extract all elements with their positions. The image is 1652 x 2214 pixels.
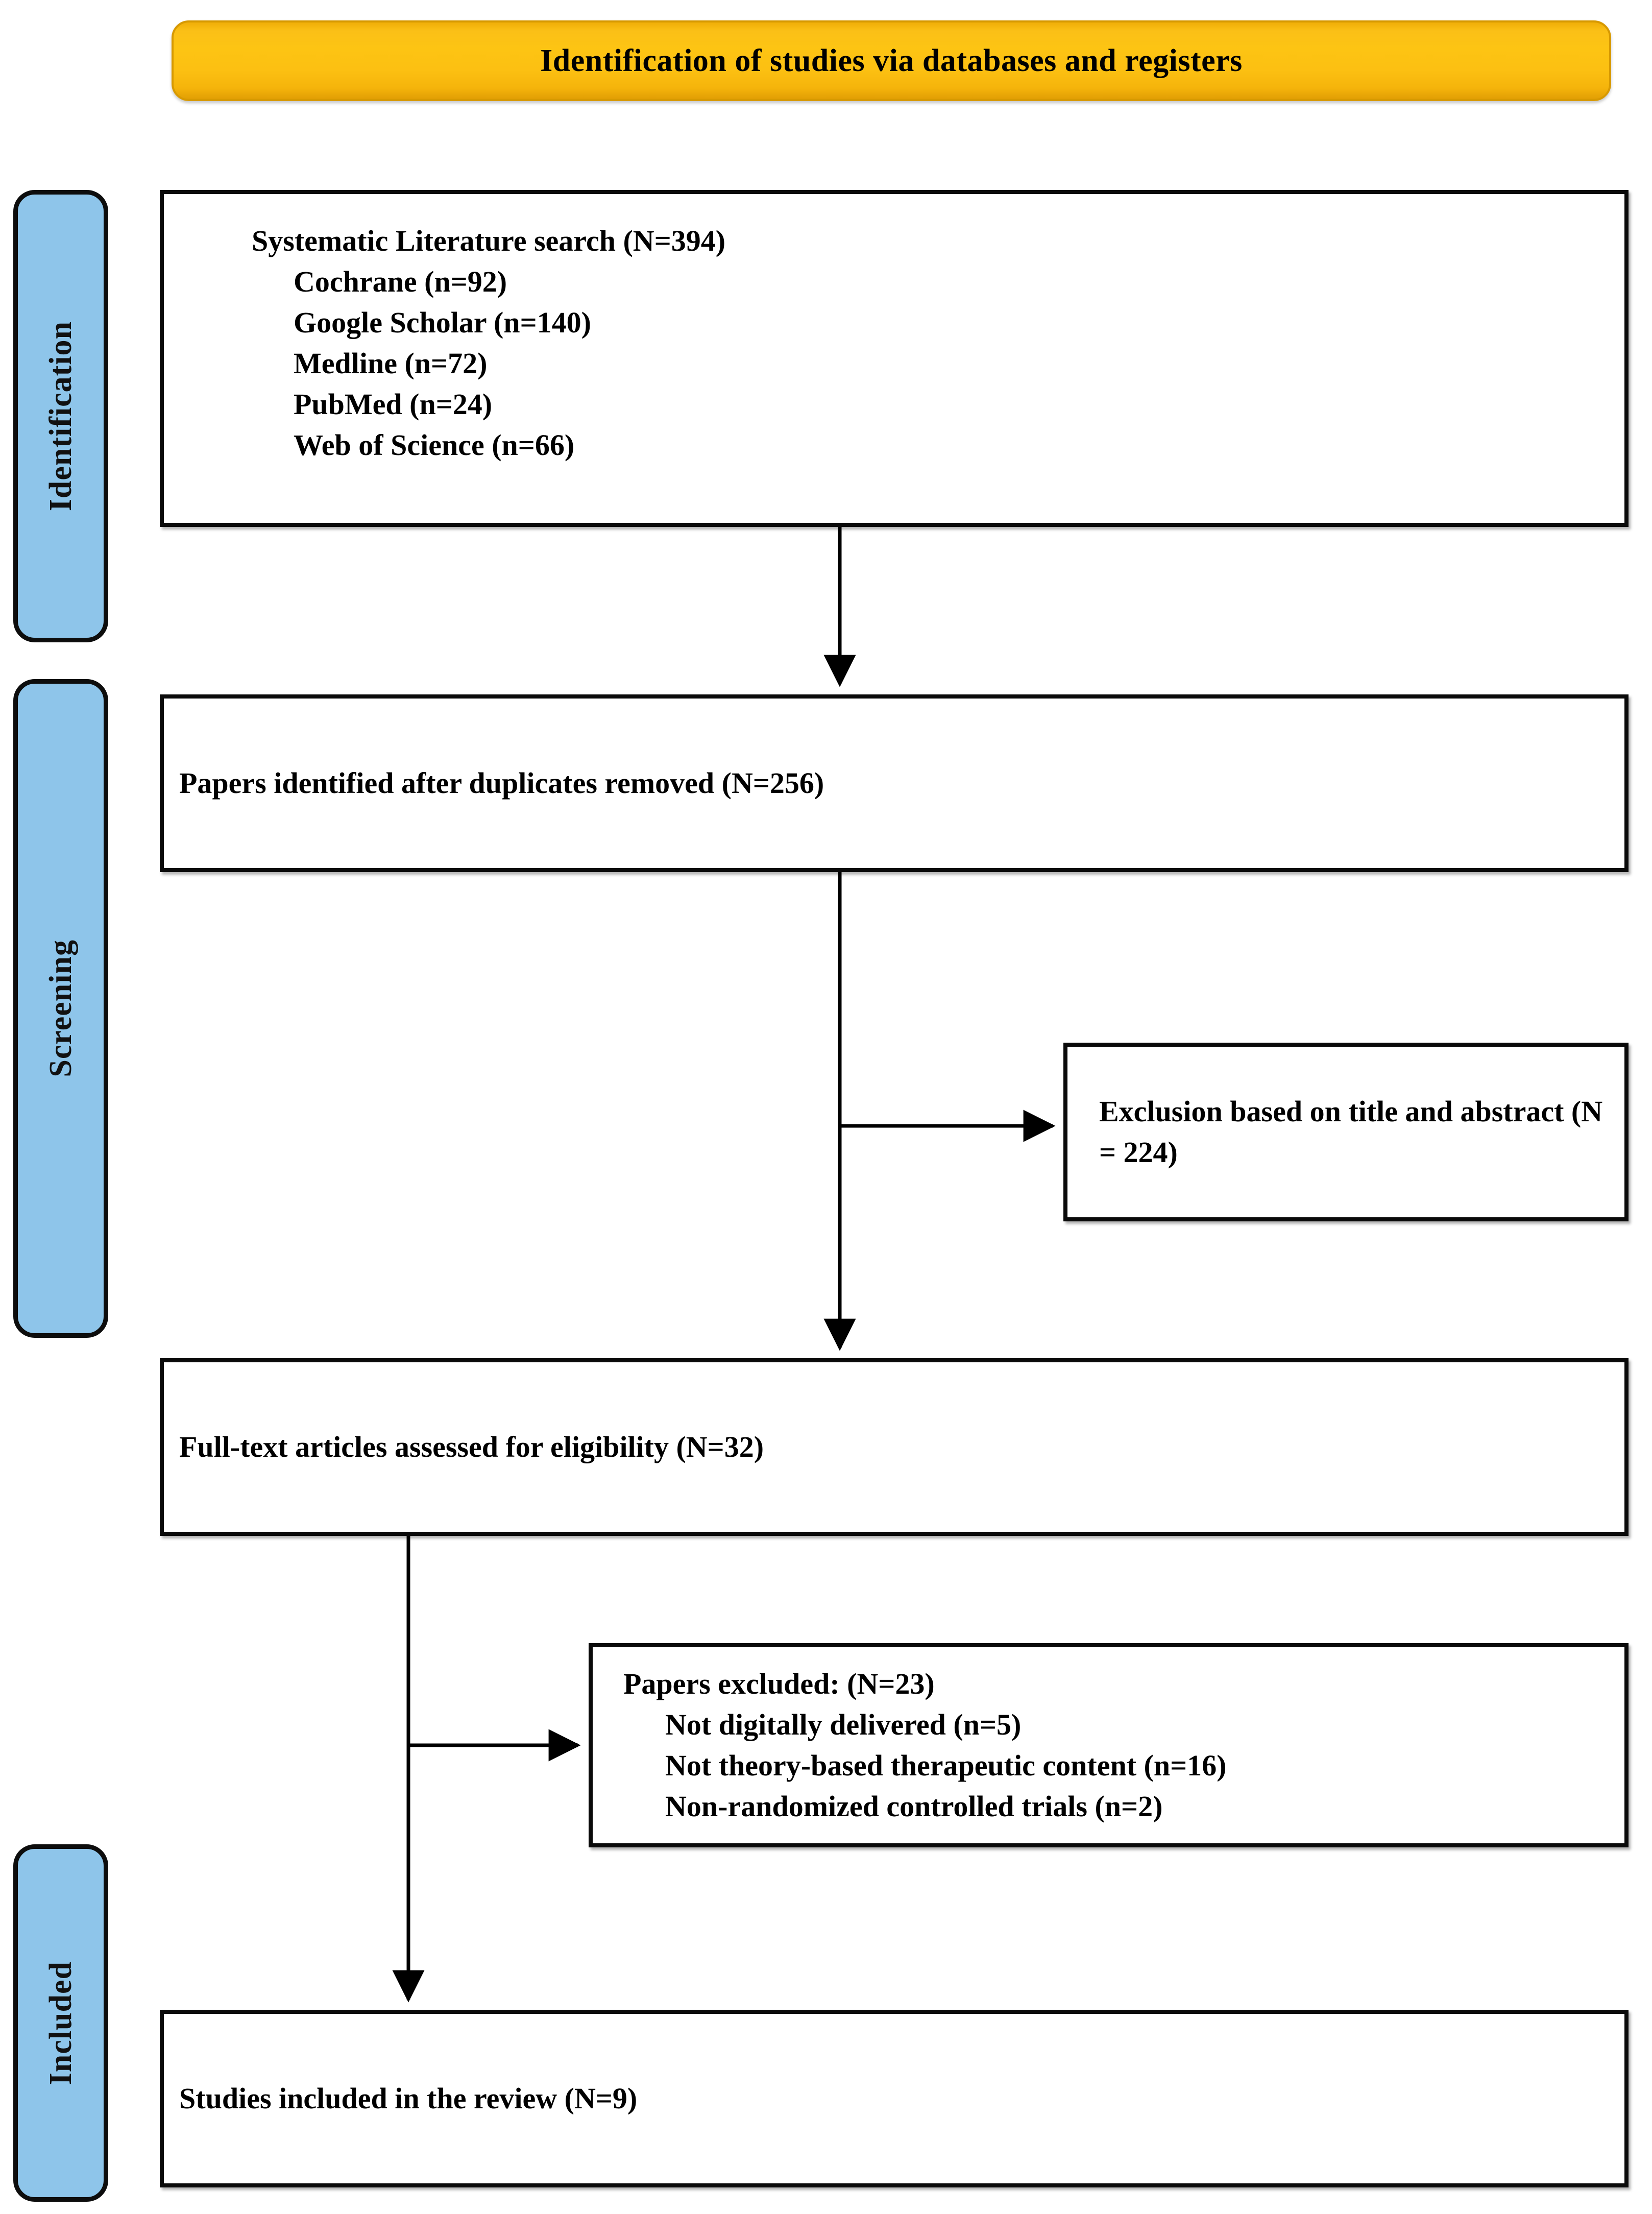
search-source-web-of-science: Web of Science (n=66)	[294, 428, 575, 462]
stage-label-included: Included	[43, 1961, 78, 2085]
stage-bar-screening: Screening	[13, 679, 108, 1338]
excluded-title: Papers excluded: (N=23)	[623, 1667, 935, 1700]
search-title: Systematic Literature search (N=394)	[252, 224, 726, 257]
diagram-header-banner: Identification of studies via databases …	[172, 20, 1611, 101]
excluded-reason-non-randomized: Non-randomized controlled trials (n=2)	[665, 1790, 1163, 1823]
box-papers-excluded: Papers excluded: (N=23) Not digitally de…	[589, 1643, 1629, 1847]
box-fulltext-articles-assessed: Full-text articles assessed for eligibil…	[160, 1358, 1629, 1536]
search-source-cochrane: Cochrane (n=92)	[294, 265, 507, 299]
stage-bar-included: Included	[13, 1844, 108, 2202]
fulltext-text: Full-text articles assessed for eligibil…	[179, 1430, 764, 1463]
stage-label-screening: Screening	[43, 940, 78, 1077]
stage-bar-identification: Identification	[13, 190, 108, 642]
search-source-pubmed: PubMed (n=24)	[294, 388, 493, 421]
search-source-medline: Medline (n=72)	[294, 347, 488, 380]
box-systematic-literature-search: Systematic Literature search (N=394) Coc…	[160, 190, 1629, 527]
box-papers-after-duplicates-removed: Papers identified after duplicates remov…	[160, 694, 1629, 872]
box-exclusion-title-abstract: Exclusion based on title and abstract (N…	[1063, 1043, 1629, 1221]
dedup-text: Papers identified after duplicates remov…	[179, 766, 824, 800]
diagram-header-title: Identification of studies via databases …	[540, 43, 1243, 78]
exclusion-title-abstract-text: Exclusion based on title and abstract (N…	[1099, 1094, 1603, 1169]
box-studies-included-in-review: Studies included in the review (N=9)	[160, 2010, 1629, 2187]
excluded-reason-not-digitally-delivered: Not digitally delivered (n=5)	[665, 1707, 1022, 1741]
stage-label-identification: Identification	[43, 321, 78, 512]
excluded-reason-not-theory-based: Not theory-based therapeutic content (n=…	[665, 1749, 1227, 1782]
search-source-google-scholar: Google Scholar (n=140)	[294, 306, 591, 340]
included-text: Studies included in the review (N=9)	[179, 2081, 638, 2115]
